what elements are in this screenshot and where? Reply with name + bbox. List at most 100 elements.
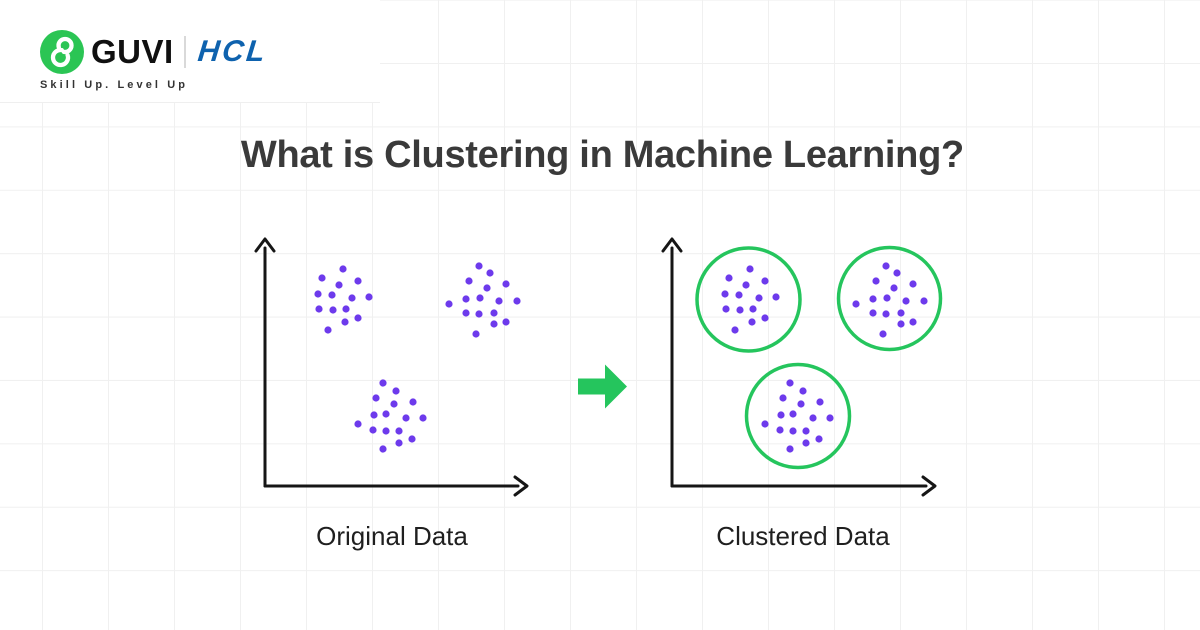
data-point bbox=[742, 281, 750, 289]
data-point bbox=[897, 320, 905, 328]
data-point bbox=[502, 318, 510, 326]
data-point bbox=[869, 295, 877, 303]
data-point bbox=[786, 379, 794, 387]
cluster-ring bbox=[836, 245, 943, 352]
data-point bbox=[746, 265, 754, 273]
cluster-ring bbox=[695, 246, 802, 353]
logo-divider bbox=[183, 36, 186, 68]
data-point bbox=[909, 318, 917, 326]
data-point bbox=[395, 439, 403, 447]
data-point bbox=[809, 414, 817, 422]
data-point bbox=[890, 284, 898, 292]
data-point bbox=[749, 305, 757, 313]
clustered-plot-y-axis-arrowhead bbox=[661, 237, 683, 253]
data-point bbox=[748, 318, 756, 326]
data-point bbox=[893, 269, 901, 277]
clustered-plot-x-axis-arrowhead bbox=[921, 475, 937, 497]
data-point bbox=[826, 414, 834, 422]
data-point bbox=[777, 411, 785, 419]
data-point bbox=[402, 414, 410, 422]
data-point bbox=[789, 427, 797, 435]
data-point bbox=[335, 281, 343, 289]
data-point bbox=[483, 284, 491, 292]
data-point bbox=[382, 410, 390, 418]
original-plot-x-axis-arrowhead bbox=[513, 475, 529, 497]
guvi-wordmark: GUVI bbox=[91, 33, 174, 70]
data-point bbox=[341, 318, 349, 326]
data-point bbox=[852, 300, 860, 308]
data-point bbox=[725, 274, 733, 282]
data-point bbox=[761, 314, 769, 322]
data-point bbox=[797, 400, 805, 408]
data-point bbox=[475, 310, 483, 318]
brand-tagline: Skill Up. Level Up bbox=[40, 79, 189, 91]
data-point bbox=[315, 305, 323, 313]
data-point bbox=[419, 414, 427, 422]
data-point bbox=[909, 280, 917, 288]
data-point bbox=[409, 398, 417, 406]
data-point bbox=[372, 394, 380, 402]
data-point bbox=[721, 290, 729, 298]
brand-header: GUVI HCL Skill Up. Level Up bbox=[40, 28, 269, 91]
data-point bbox=[802, 427, 810, 435]
data-point bbox=[329, 306, 337, 314]
data-point bbox=[882, 262, 890, 270]
data-point bbox=[513, 297, 521, 305]
transform-arrow-icon bbox=[578, 364, 627, 409]
data-point bbox=[486, 269, 494, 277]
data-point bbox=[772, 293, 780, 301]
data-point bbox=[462, 295, 470, 303]
data-point bbox=[495, 297, 503, 305]
data-point bbox=[348, 294, 356, 302]
data-point bbox=[816, 398, 824, 406]
data-point bbox=[476, 294, 484, 302]
guvi-logo-icon bbox=[40, 30, 84, 74]
clustered-data-label: Clustered Data bbox=[716, 521, 890, 551]
data-point bbox=[354, 277, 362, 285]
data-point bbox=[365, 293, 373, 301]
data-point bbox=[472, 330, 480, 338]
data-point bbox=[776, 426, 784, 434]
data-point bbox=[339, 265, 347, 273]
data-point bbox=[731, 326, 739, 334]
data-point bbox=[462, 309, 470, 317]
data-point bbox=[314, 290, 322, 298]
data-point bbox=[879, 330, 887, 338]
data-point bbox=[897, 309, 905, 317]
data-point bbox=[779, 394, 787, 402]
cluster-ring bbox=[744, 362, 852, 470]
data-point bbox=[475, 262, 483, 270]
data-point bbox=[445, 300, 453, 308]
data-point bbox=[735, 291, 743, 299]
data-point bbox=[736, 306, 744, 314]
data-point bbox=[395, 427, 403, 435]
data-point bbox=[755, 294, 763, 302]
data-point bbox=[490, 309, 498, 317]
data-point bbox=[761, 277, 769, 285]
data-point bbox=[786, 445, 794, 453]
data-point bbox=[408, 435, 416, 443]
data-point bbox=[920, 297, 928, 305]
data-point bbox=[379, 379, 387, 387]
data-point bbox=[902, 297, 910, 305]
data-point bbox=[789, 410, 797, 418]
page-title: What is Clustering in Machine Learning? bbox=[240, 134, 964, 176]
data-point bbox=[354, 314, 362, 322]
data-point bbox=[882, 310, 890, 318]
original-plot-y-axis-arrowhead bbox=[254, 237, 276, 253]
data-point bbox=[802, 439, 810, 447]
data-point bbox=[328, 291, 336, 299]
data-point bbox=[324, 326, 332, 334]
data-point bbox=[722, 305, 730, 313]
data-point bbox=[390, 400, 398, 408]
data-point bbox=[883, 294, 891, 302]
data-point bbox=[490, 320, 498, 328]
logo-row: GUVI HCL bbox=[40, 28, 269, 76]
data-point bbox=[354, 420, 362, 428]
data-point bbox=[369, 426, 377, 434]
data-point bbox=[502, 280, 510, 288]
data-point bbox=[872, 277, 880, 285]
